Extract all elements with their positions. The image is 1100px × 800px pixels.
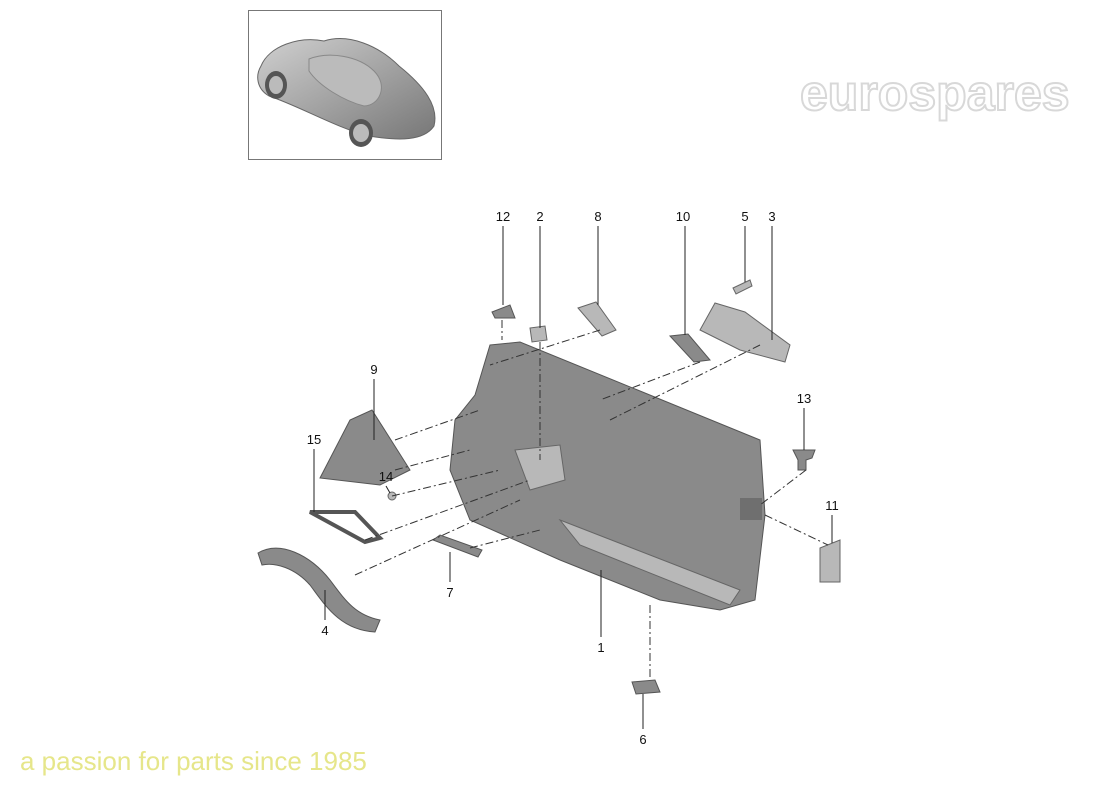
part-5[interactable] [732, 279, 753, 295]
door-pull [514, 444, 566, 491]
door-panel-end [740, 498, 762, 520]
vehicle-thumbnail [248, 10, 442, 160]
part-13[interactable] [792, 449, 816, 471]
callout-14[interactable]: 14 [379, 469, 393, 484]
door-panel-part-1[interactable] [449, 341, 766, 611]
callout-10[interactable]: 10 [676, 209, 690, 224]
armrest [558, 518, 741, 606]
part-8[interactable] [577, 301, 617, 337]
callout-3[interactable]: 3 [768, 209, 775, 224]
part-11[interactable] [819, 539, 841, 583]
part-12[interactable] [491, 304, 516, 319]
callout-12[interactable]: 12 [496, 209, 510, 224]
car-image [257, 38, 436, 147]
part-15[interactable] [309, 510, 384, 545]
part-2[interactable] [529, 325, 548, 343]
callout-7[interactable]: 7 [446, 585, 453, 600]
part-3[interactable] [699, 302, 791, 363]
callout-13[interactable]: 13 [797, 391, 811, 406]
callout-6[interactable]: 6 [639, 732, 646, 747]
part-4[interactable] [257, 547, 381, 633]
part-7[interactable] [431, 534, 483, 558]
callout-9[interactable]: 9 [370, 362, 377, 377]
watermark-brand: eurospares [800, 65, 1070, 121]
callout-4[interactable]: 4 [321, 623, 328, 638]
part-9[interactable] [319, 409, 411, 486]
callout-15[interactable]: 15 [307, 432, 321, 447]
callout-11[interactable]: 11 [825, 498, 839, 513]
callout-1[interactable]: 1 [597, 640, 604, 655]
callout-2[interactable]: 2 [536, 209, 543, 224]
leader-lines [313, 226, 833, 729]
watermark: eurospares a passion for parts since 198… [20, 64, 1071, 776]
callout-5[interactable]: 5 [741, 209, 748, 224]
part-6[interactable] [631, 679, 661, 695]
assembly-lines [354, 320, 829, 680]
watermark-tagline: a passion for parts since 1985 [20, 746, 367, 776]
part-10[interactable] [668, 333, 711, 363]
callout-8[interactable]: 8 [594, 209, 601, 224]
